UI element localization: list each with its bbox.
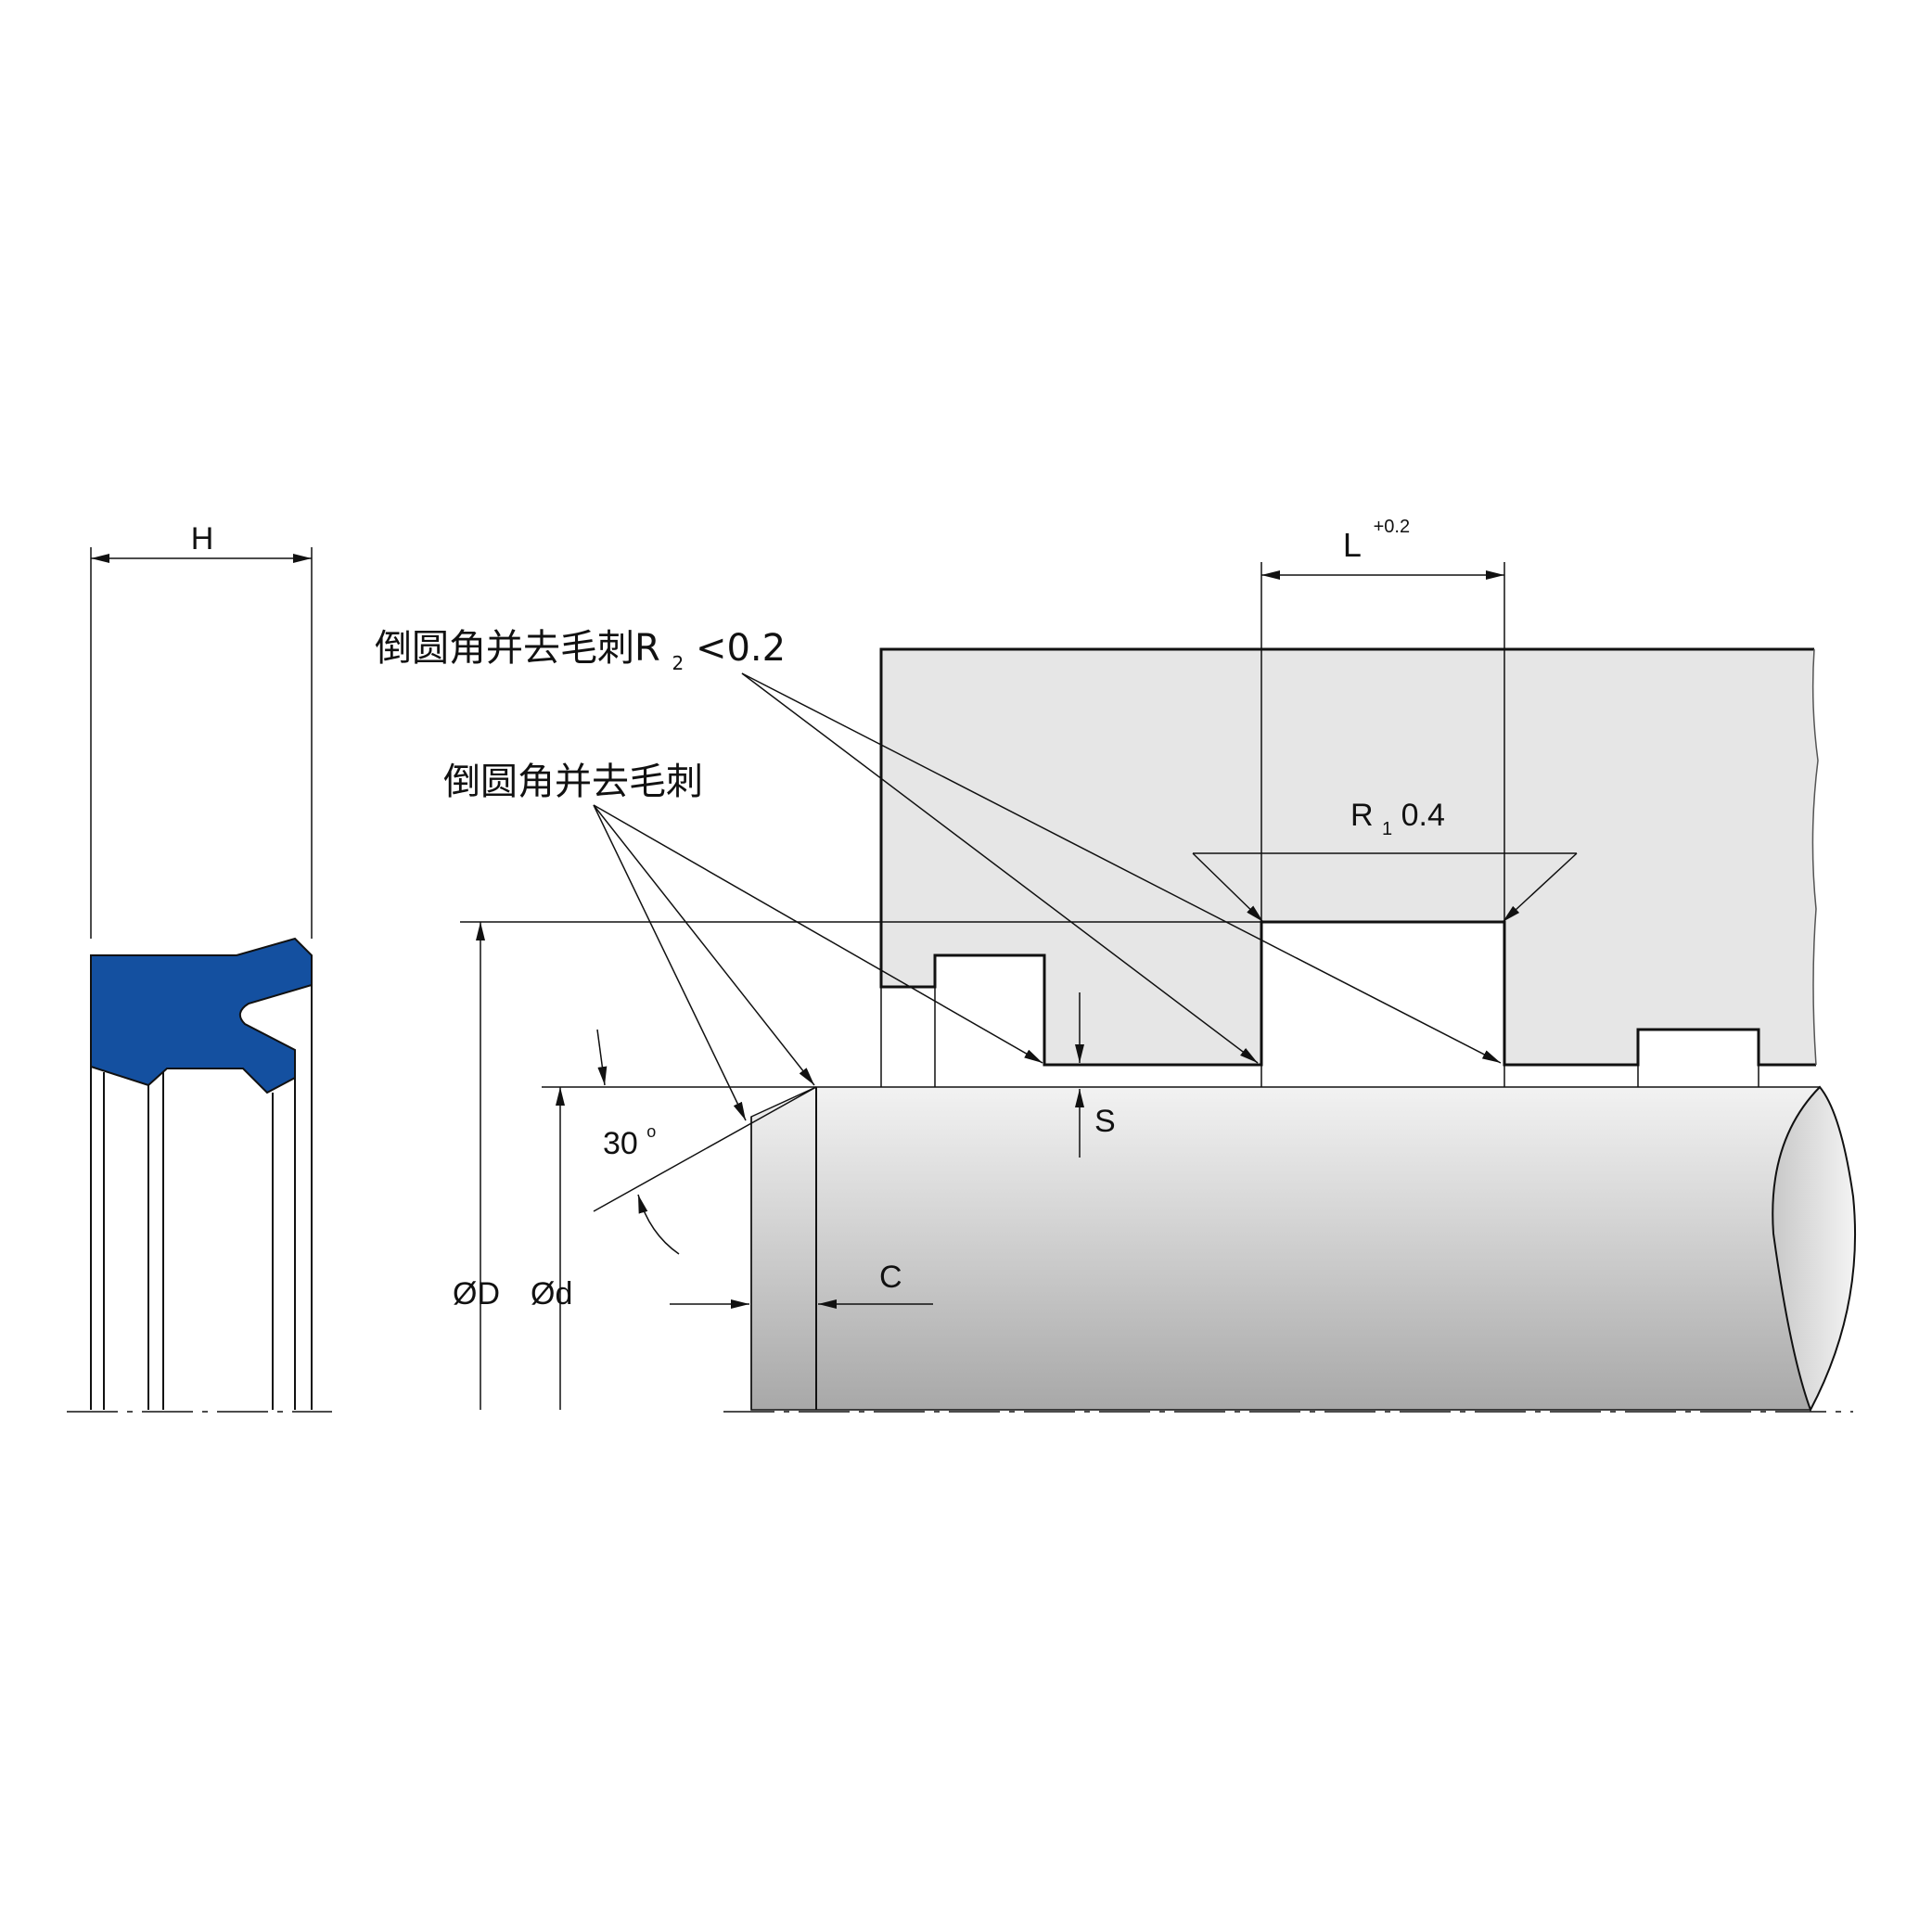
seal-profile	[90, 937, 313, 1094]
r2-note-sub: 2	[672, 652, 685, 674]
r2-note-text: 倒圆角并去毛刺R	[375, 627, 660, 670]
r2-leader-2	[741, 672, 1502, 1064]
housing-body	[881, 649, 1818, 1065]
r1-label-value: 0.4	[1401, 798, 1445, 833]
angle-unit: o	[646, 1122, 656, 1141]
chamfer-note: 倒圆角并去毛刺	[443, 761, 703, 803]
l-label: L +0.2	[1343, 517, 1410, 564]
angle-label: 30 o	[603, 1122, 656, 1161]
h-label: H	[191, 521, 214, 557]
l-label-main: L	[1343, 526, 1361, 564]
l-tolerance: +0.2	[1374, 517, 1410, 537]
angle-value: 30	[603, 1126, 638, 1161]
chamfer-leader-1	[593, 804, 1043, 1064]
angle-tick-top	[596, 1029, 608, 1086]
housing	[879, 647, 1819, 1087]
r1-leader-left	[1192, 852, 1264, 923]
chamfer-leader-2	[593, 804, 815, 1086]
rod-body	[750, 1086, 1840, 1411]
dimensions	[460, 562, 1578, 1410]
seal-wall-lines	[90, 985, 313, 1410]
outer-diameter-label: ØD	[453, 1276, 500, 1311]
rod-end-cap	[1772, 1085, 1857, 1413]
chamfer-leader-3	[593, 804, 747, 1121]
seal-section: H	[67, 521, 332, 1413]
r1-label: R 1 0.4	[1350, 798, 1445, 842]
angle-arc	[637, 1194, 680, 1255]
s-label: S	[1094, 1104, 1116, 1139]
r1-label-main: R	[1350, 798, 1374, 833]
r2-note: 倒圆角并去毛刺R 2 <0.2	[375, 627, 786, 679]
r2-leader-1	[741, 672, 1259, 1064]
r1-leader-right	[1502, 852, 1578, 923]
housing-projection-lines	[880, 987, 1759, 1087]
r1-label-sub: 1	[1382, 819, 1392, 839]
labels: L +0.2 倒圆角并去毛刺R 2 <0.2 倒圆角并去毛刺 R 1 0.4 S…	[375, 517, 1445, 1311]
housing-break-line	[1811, 648, 1819, 1066]
angle-extension	[593, 1086, 817, 1212]
r2-note-value: <0.2	[696, 627, 786, 670]
rod	[723, 1085, 1857, 1413]
inner-diameter-label: Ød	[531, 1276, 572, 1311]
chamfer-c-label: C	[879, 1260, 902, 1295]
